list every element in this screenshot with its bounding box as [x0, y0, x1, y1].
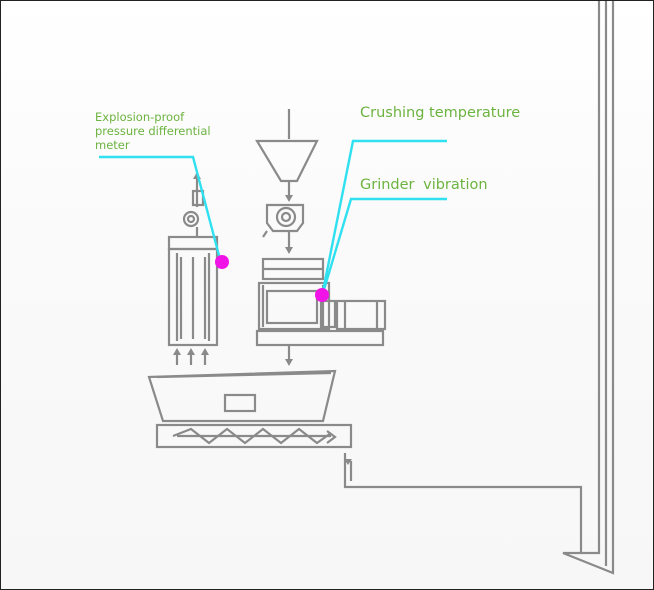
- grinder: [255, 257, 387, 366]
- receiving-bin: [147, 369, 337, 423]
- crushing-temperature-label: Crushing temperature: [360, 105, 521, 121]
- rotary-valve: [262, 203, 305, 254]
- pressure-sensor-point: [215, 255, 229, 269]
- dust-collector: [167, 172, 219, 365]
- outlet-pipe: [343, 453, 583, 553]
- right-duct: [562, 1, 615, 575]
- feed-hopper: [255, 109, 319, 202]
- screw-conveyor: [155, 423, 353, 449]
- temperature-leader: [321, 139, 447, 292]
- grinder-sensor-point: [315, 288, 329, 302]
- pressure-meter-label: Explosion-proof pressure differential me…: [95, 110, 211, 152]
- vibration-leader: [321, 197, 447, 294]
- pressure-meter-leader: [99, 155, 223, 264]
- grinder-vibration-label: Grinder vibration: [360, 177, 488, 193]
